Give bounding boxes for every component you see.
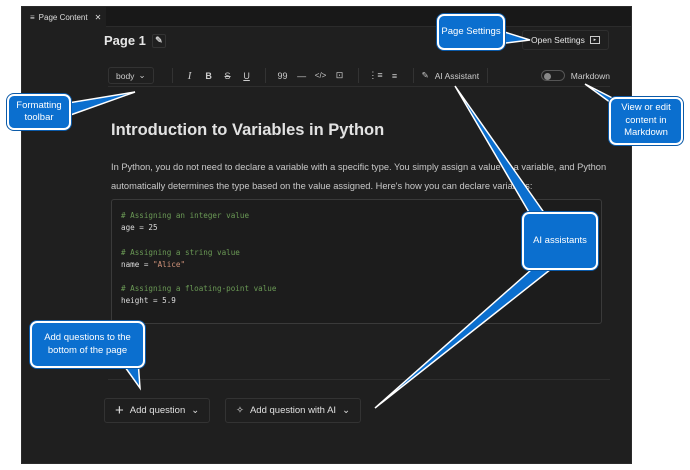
open-settings-button[interactable]: Open Settings ▸	[522, 30, 609, 50]
divider	[412, 68, 414, 83]
divider	[264, 68, 266, 83]
code-line: height = 5.9	[121, 296, 176, 306]
add-question-button[interactable]: + Add question ⌄	[104, 398, 211, 423]
markdown-label: Markdown	[570, 70, 610, 81]
callout-formatting-toolbar: Formatting toolbar	[7, 94, 71, 130]
code-comment: # Assigning an integer value	[121, 211, 250, 220]
text-style-value: body	[116, 70, 135, 81]
chevron-down-icon: ⌄	[342, 405, 351, 416]
bold-button[interactable]: B	[205, 70, 212, 81]
code-comment: # Assigning a string value	[121, 247, 240, 257]
add-question-ai-button[interactable]: ✧ Add question with AI ⌄	[225, 398, 362, 423]
italic-button[interactable]: I	[187, 69, 192, 82]
close-icon[interactable]: ✕	[94, 12, 102, 22]
markdown-toggle[interactable]	[540, 70, 565, 81]
tab-bar: ≡ Page Content ✕	[22, 7, 631, 27]
page-title: Page 1 ✎	[104, 33, 166, 48]
content-paragraph: In Python, you do not need to declare a …	[111, 162, 607, 191]
code-line: age = 25	[121, 223, 158, 233]
panel-icon: ▸	[589, 36, 600, 44]
open-settings-label: Open Settings	[531, 35, 585, 45]
divider	[487, 68, 489, 83]
callout-add-questions: Add questions to the bottom of the page	[30, 321, 145, 368]
image-button[interactable]: ⊡	[335, 70, 344, 80]
magic-wand-icon: ✎	[421, 70, 429, 80]
divider	[171, 68, 173, 83]
ai-assistant-button[interactable]: ✎ AI Assistant	[422, 70, 480, 81]
quote-button[interactable]: 99	[277, 70, 288, 81]
divider	[357, 68, 359, 83]
code-comment: # Assigning a floating-point value	[121, 284, 277, 294]
document-icon: ≡	[30, 12, 35, 22]
tab-label: Page Content	[38, 12, 88, 22]
bullet-list-button[interactable]: ≡	[391, 70, 398, 81]
callout-page-settings: Page Settings	[437, 14, 505, 50]
ordered-list-button[interactable]: ⋮≡	[368, 70, 383, 80]
ai-assistant-label: AI Assistant	[434, 70, 480, 81]
pencil-icon[interactable]: ✎	[151, 33, 166, 48]
page-title-text: Page 1	[104, 33, 146, 48]
code-button[interactable]: </>	[314, 71, 327, 80]
strikethrough-button[interactable]: S	[224, 70, 231, 81]
callout-ai-assistants: AI assistants	[522, 212, 598, 270]
plus-icon: +	[115, 402, 124, 419]
horizontal-rule-button[interactable]: —	[297, 70, 307, 81]
chevron-down-icon: ⌄	[191, 405, 200, 416]
code-line: name = "Alice"	[121, 259, 592, 271]
code-text: name =	[121, 259, 154, 269]
callout-markdown: View or edit content in Markdown	[609, 97, 683, 145]
sparkle-icon: ✧	[236, 405, 244, 416]
add-question-label: Add question	[129, 405, 186, 416]
text-style-select[interactable]: body⌄	[108, 67, 154, 84]
underline-button[interactable]: U	[243, 70, 250, 81]
content-heading: Introduction to Variables in Python	[111, 121, 385, 139]
code-string: "Alice"	[153, 259, 186, 269]
add-question-ai-label: Add question with AI	[249, 405, 337, 416]
divider	[108, 379, 610, 380]
tab-page-content[interactable]: ≡ Page Content ✕	[22, 7, 106, 27]
formatting-toolbar: body⌄ I B S U 99 — </> ⊡ ⋮≡ ≡ ✎ AI Assist…	[108, 65, 610, 87]
chevron-down-icon: ⌄	[138, 70, 146, 80]
